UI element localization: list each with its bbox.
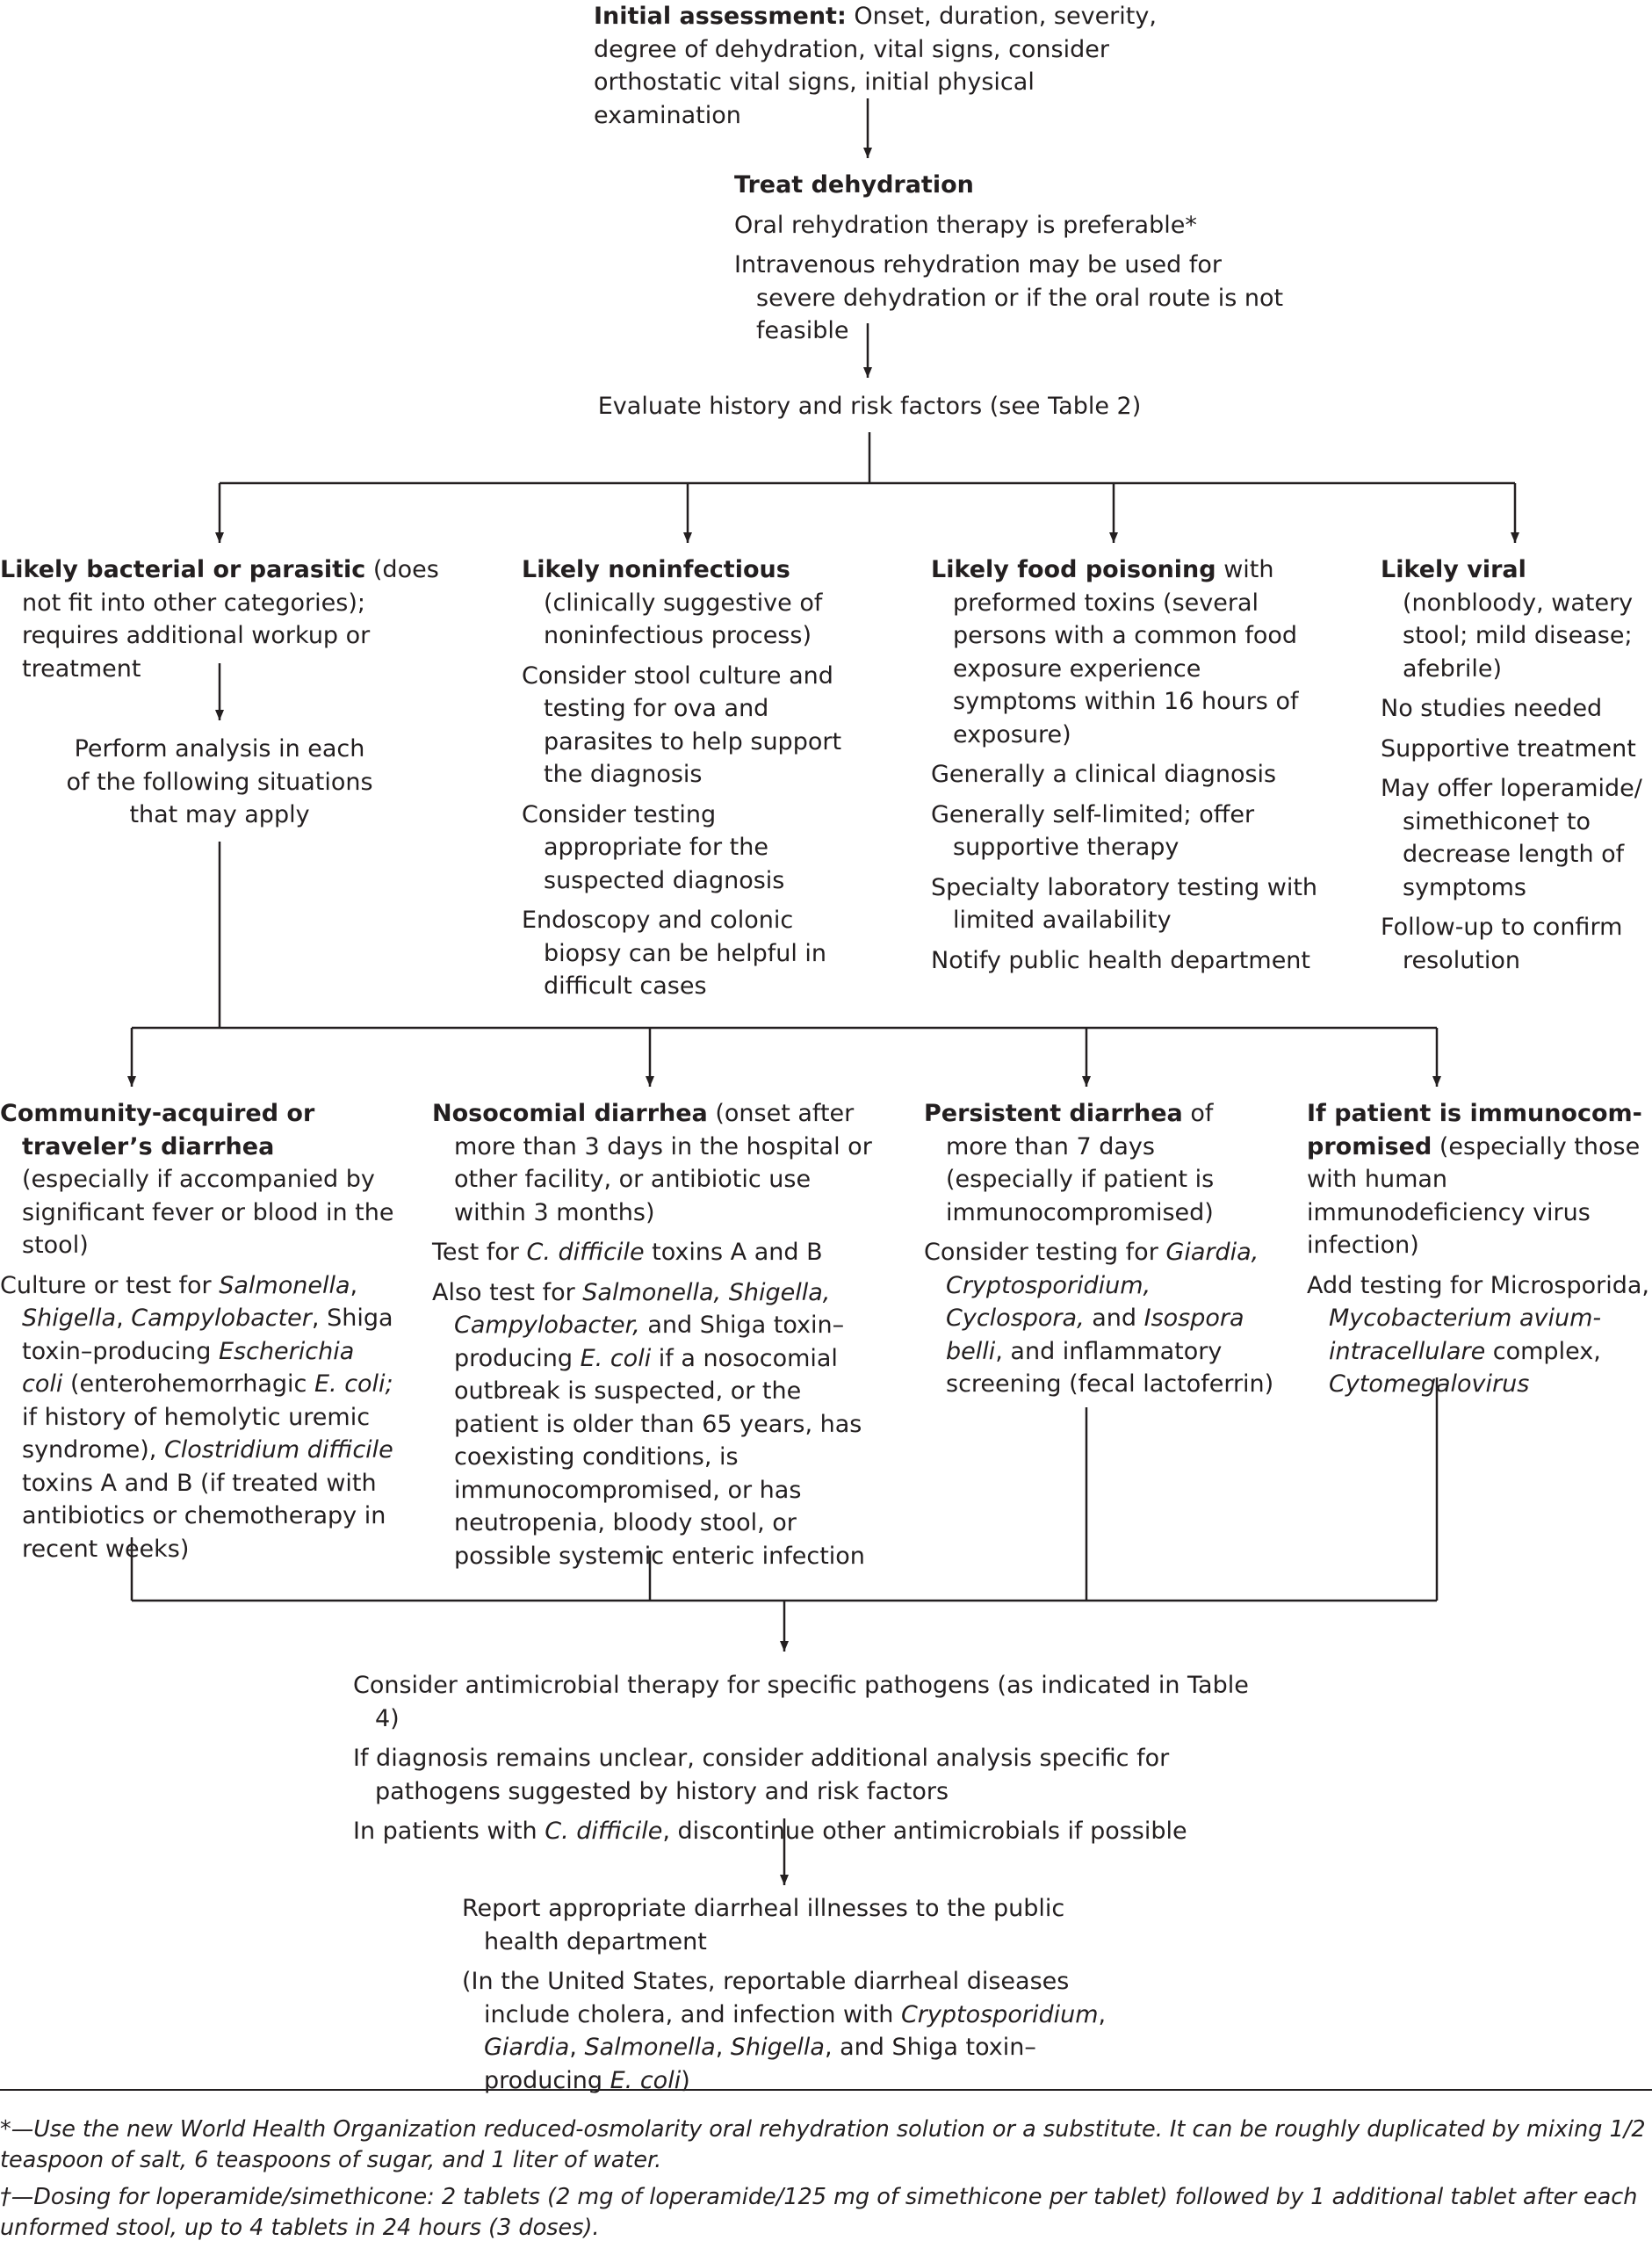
perform-analysis-text: Perform analysis in each of the followin… (66, 735, 373, 828)
footnote-star-text: *—Use the new World Health Organization … (0, 2116, 1646, 2173)
iv-rehydration-line: Intravenous rehydration may be used for … (734, 251, 1284, 344)
likely-noninfectious-title: Likely noninfectious (522, 556, 790, 583)
persistent-diarrhea-box: Persistent diarrhea of more than 7 days … (924, 1097, 1275, 1408)
noninfectious-item: Consider stool culture and testing for o… (522, 661, 842, 789)
likely-viral-box: Likely viral (nonbloody, watery stool; m… (1381, 553, 1652, 984)
initial-assessment-box: Initial assessment: Onset, duration, sev… (594, 0, 1165, 139)
community-acquired-box: Community-acquired or traveler’s diarrhe… (0, 1097, 395, 1572)
food-item: Specialty laboratory testing with limite… (931, 873, 1318, 935)
viral-item: Supportive treatment (1381, 734, 1636, 763)
persistent-diarrhea-title: Persistent diarrhea (924, 1100, 1183, 1127)
report-line-1: Report appropriate diarrheal illnesses t… (462, 1895, 1065, 1955)
report-line-2: (In the United States, reportable diarrh… (462, 1968, 1107, 2094)
community-acquired-text: (especially if accompanied by significan… (22, 1166, 394, 1259)
therapy-line-2: If diagnosis remains unclear, consider a… (353, 1745, 1170, 1805)
footnote-dagger-text: †—Dosing for loperamide/simethicone: 2 t… (0, 2184, 1638, 2241)
viral-item: May offer loperamide/ simethicone† to de… (1381, 775, 1642, 901)
community-acquired-title: Community-acquired or traveler’s diarrhe… (0, 1100, 315, 1160)
viral-item: No studies needed (1381, 695, 1603, 722)
immunocompromised-title: If patient is immunocom­promised (1307, 1100, 1642, 1160)
nosocomial-test-cdiff: Test for C. difficile toxins A and B (432, 1239, 823, 1266)
likely-food-poisoning-box: Likely food poisoning with preformed tox… (931, 553, 1317, 984)
report-illness-box: Report appropriate diarrheal illnesses t… (462, 1892, 1138, 2104)
evaluate-history-text: Evaluate history and risk factors (see T… (597, 393, 1142, 420)
initial-assessment-text: Onset, duration, severity, degree of deh… (594, 3, 1157, 129)
viral-item: Follow-up to confirm resolution (1381, 914, 1623, 974)
persistent-diarrhea-text: of more than 7 days (especially if patie… (946, 1100, 1215, 1226)
immunocompromised-text: (especially those with human immunodefic… (1307, 1132, 1641, 1260)
likely-viral-text: (nonbloody, watery stool; mild disease; … (1403, 589, 1634, 683)
oral-rehydration-line: Oral rehydration therapy is preferable* (734, 211, 1197, 239)
likely-noninfectious-box: Likely noninfectious (clinically suggest… (522, 553, 855, 1010)
treat-dehydration-box: Treat dehydration Oral rehydration thera… (734, 169, 1296, 355)
likely-noninfectious-text: (clinically suggestive of noninfectious … (544, 589, 823, 650)
noninfectious-item: Endoscopy and colonic biopsy can be help… (522, 907, 827, 1000)
therapy-line-1: Consider antimicrobial therapy for speci… (353, 1672, 1249, 1732)
footnote-star: *—Use the new World Health Organization … (0, 2114, 1652, 2176)
food-item: Generally self-limited; offer supportive… (931, 800, 1255, 862)
antimicrobial-therapy-box: Consider antimicrobial therapy for speci… (353, 1669, 1275, 1855)
evaluate-history-box: Evaluate history and risk factors (see T… (527, 390, 1212, 430)
footnote-divider (0, 2089, 1652, 2091)
persistent-testing-text: Consider testing for Giardia, Cryptospor… (924, 1239, 1274, 1398)
likely-bacterial-box: Likely bacterial or parasitic (does not … (0, 553, 457, 692)
nosocomial-box: Nosocomial diarrhea (onset after more th… (432, 1097, 889, 1579)
likely-bacterial-text: (does not fit into other categories); re… (22, 556, 439, 683)
food-item: Generally a clinical diagnosis (931, 761, 1277, 788)
community-testing-text: Culture or test for Salmonella, Shigella… (0, 1271, 393, 1563)
likely-viral-title: Likely viral (1381, 556, 1526, 583)
noninfectious-item: Consider testing appropriate for the sus… (522, 800, 785, 894)
nosocomial-title: Nosocomial diarrhea (432, 1100, 708, 1127)
nosocomial-also-test: Also test for Salmonella, Shigella, Camp… (432, 1278, 865, 1570)
therapy-line-3: In patients with C. difficile, discontin… (353, 1818, 1187, 1845)
nosocomial-text: (onset after more than 3 days in the hos… (454, 1100, 872, 1226)
perform-analysis-box: Perform analysis in each of the followin… (61, 733, 378, 839)
likely-food-poisoning-text: with preformed toxins (several persons w… (953, 556, 1299, 748)
treat-dehydration-title: Treat dehydration (734, 171, 974, 199)
likely-food-poisoning-title: Likely food poisoning (931, 556, 1216, 583)
initial-assessment-title: Initial assessment: (594, 3, 847, 30)
likely-bacterial-title: Likely bacterial or parasitic (0, 556, 366, 583)
immunocompromised-testing-text: Add testing for Microsporida, Mycobacter… (1307, 1271, 1650, 1399)
food-item: Notify public health department (931, 946, 1310, 974)
footnote-dagger: †—Dosing for loperamide/simethicone: 2 t… (0, 2182, 1652, 2244)
immunocompromised-box: If patient is immunocom­promised (especi… (1307, 1097, 1652, 1408)
